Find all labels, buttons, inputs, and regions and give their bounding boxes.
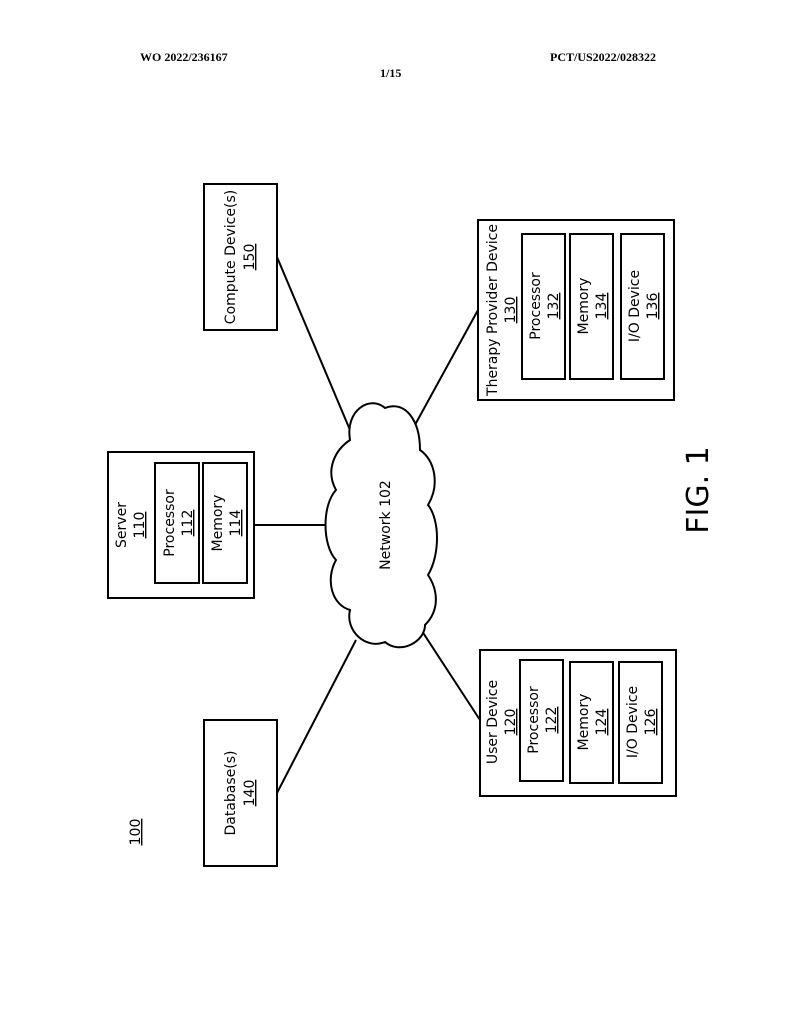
compute-device-title: Compute Device(s) — [223, 190, 239, 324]
user-memory-title: Memory — [576, 694, 592, 751]
therapy-processor-title: Processor — [528, 272, 544, 340]
figure-ref: 100 — [128, 819, 144, 846]
therapy-provider-title: Therapy Provider Device — [485, 224, 501, 397]
network-cloud: Network 102 — [326, 403, 438, 647]
user-device-ref: 120 — [503, 709, 519, 736]
user-device-box: User Device 120 Processor 122 Memory 124… — [480, 650, 676, 796]
user-io-ref: 126 — [643, 709, 659, 736]
user-device-title: User Device — [485, 680, 501, 764]
figure-label: FIG. 1 — [681, 446, 716, 534]
compute-device-ref: 150 — [242, 244, 258, 271]
therapy-provider-device-box: Therapy Provider Device 130 Processor 13… — [478, 220, 674, 400]
server-box: Server 110 Processor 112 Memory 114 — [108, 452, 254, 598]
therapy-io-ref: 136 — [645, 293, 661, 320]
server-memory-ref: 114 — [228, 510, 244, 537]
therapy-memory-ref: 134 — [594, 293, 610, 320]
database-box: Database(s) 140 — [204, 720, 277, 866]
therapy-processor-ref: 132 — [546, 293, 562, 320]
server-title: Server — [114, 502, 130, 548]
network-label: Network 102 — [378, 480, 394, 570]
user-processor-title: Processor — [526, 686, 542, 754]
compute-connector — [277, 257, 350, 430]
database-ref: 140 — [242, 780, 258, 807]
user-io-title: I/O Device — [625, 686, 641, 758]
therapy-connector — [410, 310, 478, 434]
server-processor-title: Processor — [162, 489, 178, 557]
server-ref: 110 — [132, 512, 148, 539]
user-processor-ref: 122 — [544, 707, 560, 734]
database-title: Database(s) — [223, 750, 239, 835]
therapy-provider-ref: 130 — [503, 297, 519, 324]
user-connector — [418, 625, 480, 720]
therapy-io-title: I/O Device — [627, 270, 643, 342]
therapy-memory-title: Memory — [576, 278, 592, 335]
user-memory-ref: 124 — [594, 709, 610, 736]
database-connector — [277, 640, 356, 793]
compute-device-box: Compute Device(s) 150 — [204, 184, 277, 330]
server-memory-title: Memory — [210, 495, 226, 552]
server-processor-ref: 112 — [180, 510, 196, 537]
